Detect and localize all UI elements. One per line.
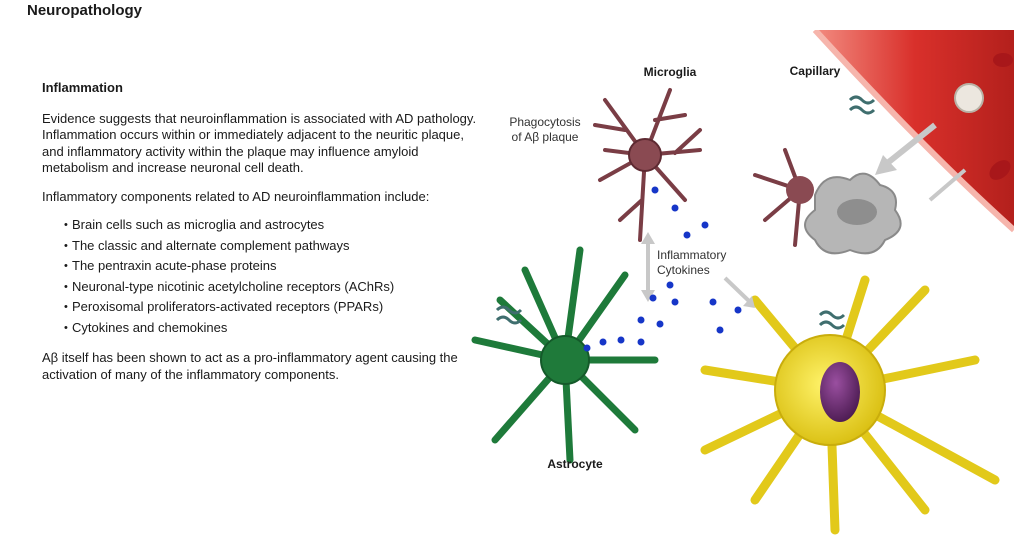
paragraph-abeta: Aβ itself has been shown to act as a pro… [42, 350, 458, 382]
neuron-cell [700, 275, 1000, 535]
bullet-icon: • [64, 239, 68, 252]
cytokine-arrow [641, 232, 755, 308]
arrow-icon [928, 168, 967, 202]
cytokines-label-line2: Cytokines [657, 263, 710, 277]
bullet-icon: • [64, 321, 68, 334]
list-item: •Peroxisomal proliferators-activated rec… [64, 299, 384, 314]
monocyte-cell [954, 83, 984, 113]
arrow-icon [883, 122, 937, 168]
bullet-icon: • [64, 280, 68, 293]
cytokine-dots [583, 186, 742, 352]
phagocytosis-label-line2: of Aβ plaque [512, 130, 579, 144]
list-item: •The pentraxin acute-phase proteins [64, 258, 277, 273]
bullet-icon: • [64, 260, 68, 272]
content-column: Inflammation Evidence suggests that neur… [42, 80, 477, 395]
neuroinflammation-diagram: Microglia Capillary Phagocytosis of Aβ p… [471, 30, 1014, 535]
paragraph-components-intro: Inflammatory components related to AD ne… [42, 188, 430, 204]
page-title: Neuropathology [27, 2, 142, 19]
bullet-icon: • [64, 301, 68, 313]
list-item: •Cytokines and chemokines [64, 319, 228, 335]
cytokines-label-line1: Inflammatory [657, 248, 726, 262]
arrow-icon [875, 155, 897, 175]
microglia-label: Microglia [644, 65, 697, 79]
amyloid-plaque-icon [495, 95, 876, 330]
activated-microglia-cell [753, 148, 902, 255]
section-heading: Inflammation [42, 80, 123, 95]
list-item: •The classic and alternate complement pa… [64, 237, 350, 253]
list-item: •Brain cells such as microglia and astro… [64, 217, 325, 232]
phagocytosis-label-line1: Phagocytosis [509, 115, 580, 129]
components-list: •Brain cells such as microglia and astro… [42, 217, 477, 336]
astrocyte-cell [471, 246, 659, 464]
astrocyte-label: Astrocyte [547, 457, 603, 471]
bullet-icon: • [64, 219, 68, 231]
list-item: •Neuronal-type nicotinic acetylcholine r… [64, 278, 395, 294]
microglia-cell [593, 88, 702, 242]
paragraph-evidence: Evidence suggests that neuroinflammation… [42, 110, 477, 176]
capillary-label: Capillary [790, 64, 841, 78]
